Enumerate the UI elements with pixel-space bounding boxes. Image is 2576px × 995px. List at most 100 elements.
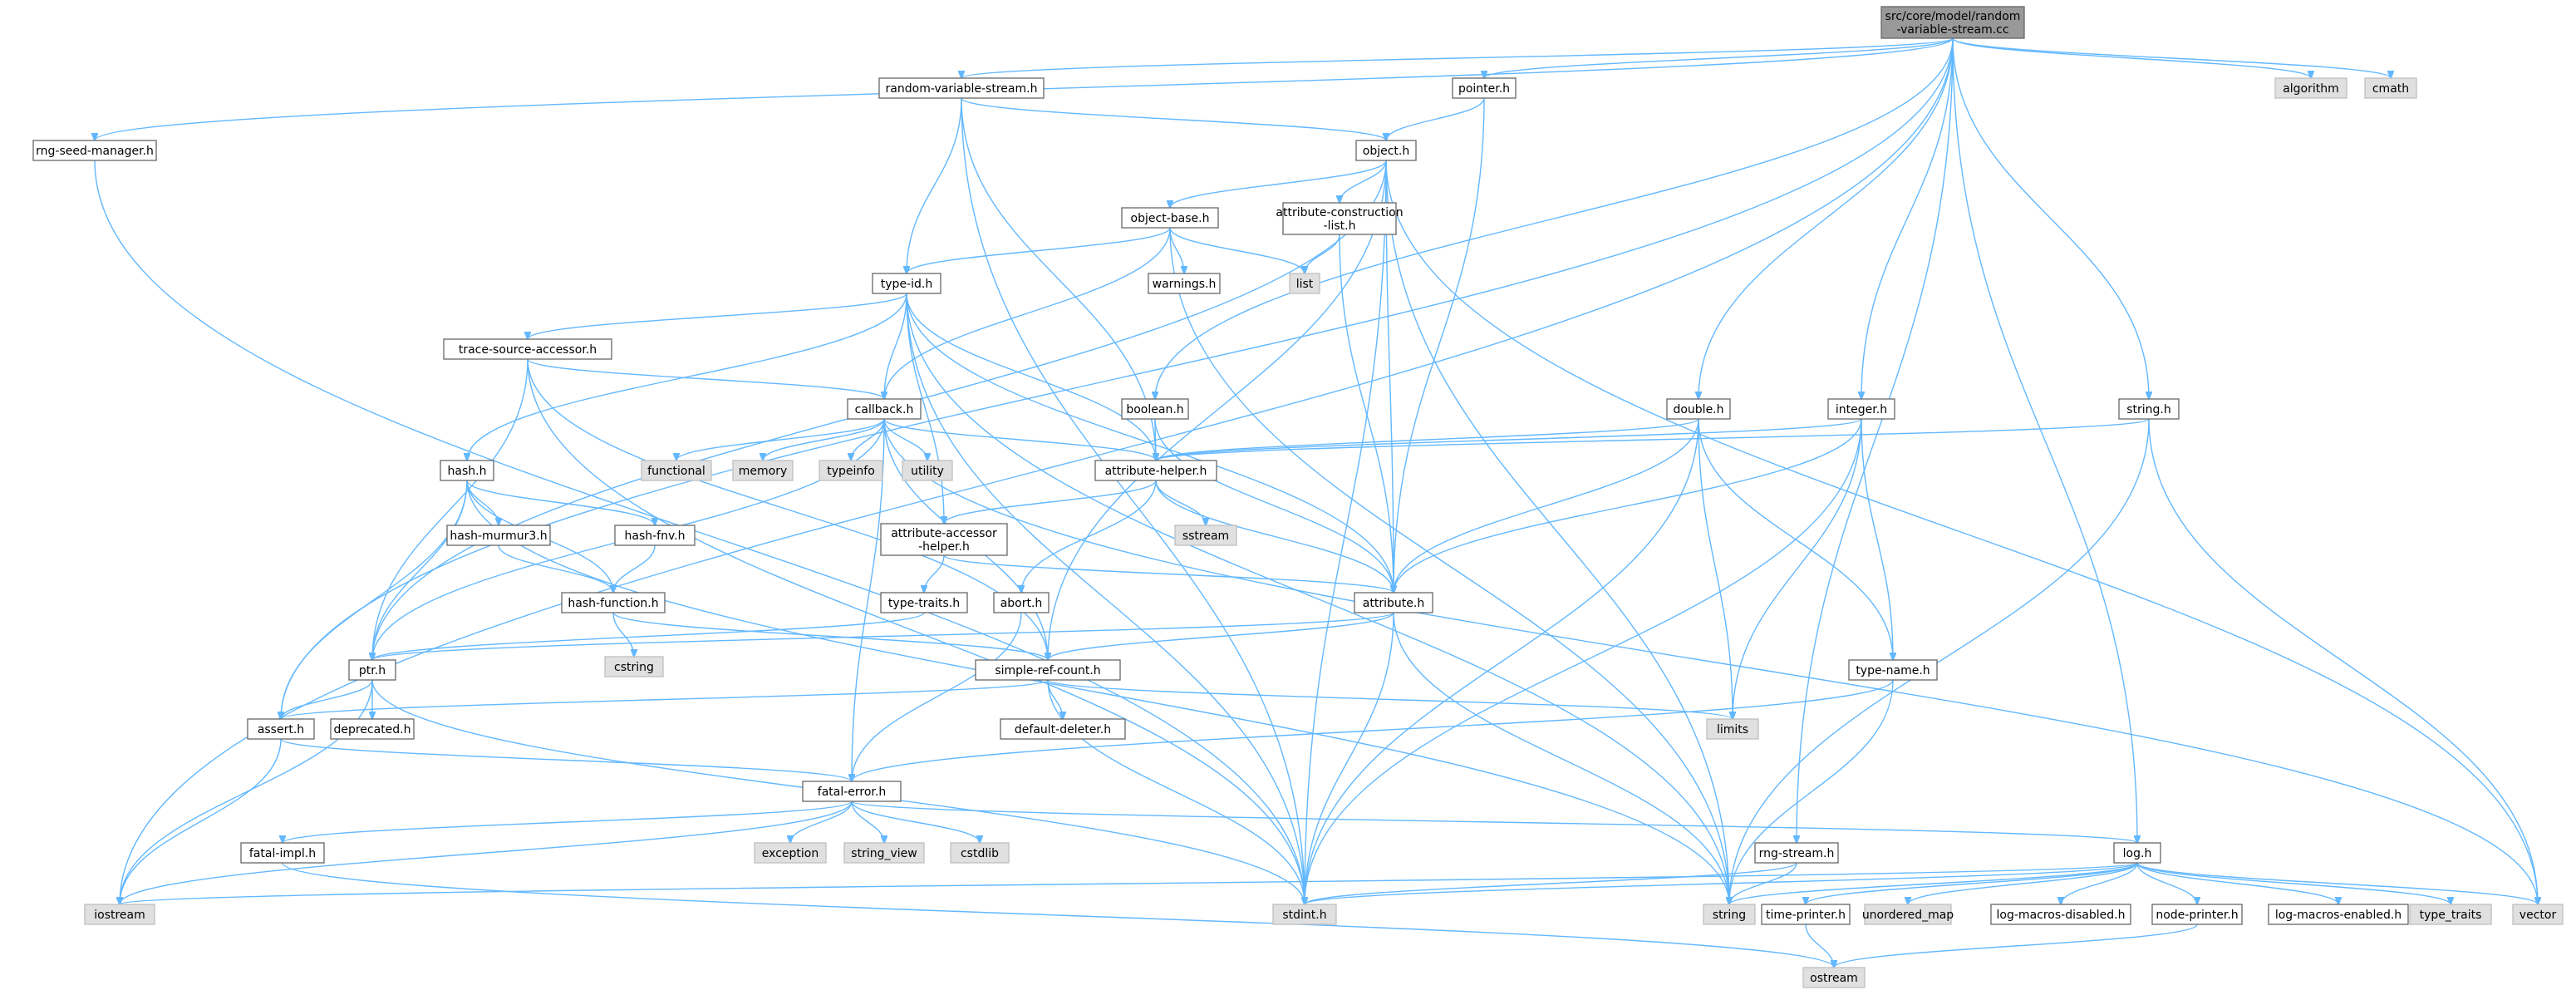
node-hash-fnv-h[interactable]: hash-fnv.h bbox=[614, 525, 696, 546]
node-label: object-base.h bbox=[1131, 212, 1210, 225]
edge-typetraitsh-to-ptr bbox=[372, 612, 925, 660]
node-hash-h[interactable]: hash.h bbox=[440, 460, 494, 481]
node-box bbox=[1282, 202, 1397, 235]
edge-attrhelper-to-sstream bbox=[1155, 480, 1206, 525]
node-trace-source-accessor-h[interactable]: trace-source-accessor.h bbox=[443, 338, 612, 360]
edge-integer-to-attribute bbox=[1394, 418, 1862, 593]
node-ptr-h[interactable]: ptr.h bbox=[348, 659, 396, 681]
node-label: assert.h bbox=[258, 723, 304, 736]
node-log-macros-enabled-h[interactable]: log-macros-enabled.h bbox=[2268, 904, 2409, 925]
edge-root-to-rngstream bbox=[1797, 37, 1954, 843]
node-random-variable-stream-h[interactable]: random-variable-stream.h bbox=[878, 77, 1045, 99]
node-box bbox=[240, 842, 325, 864]
node-cstring: cstring bbox=[604, 656, 664, 677]
edge-root-to-log bbox=[1952, 37, 2137, 843]
node-rng-seed-manager-h[interactable]: rng-seed-manager.h bbox=[32, 140, 157, 161]
node-box bbox=[732, 460, 794, 481]
edge-rvs-to-stdint bbox=[961, 97, 1305, 904]
node-log-h[interactable]: log.h bbox=[2113, 842, 2161, 864]
edge-double-to-attribute bbox=[1394, 418, 1699, 593]
node-hash-murmur3-h[interactable]: hash-murmur3.h bbox=[446, 525, 551, 546]
edge-log-to-vector bbox=[2136, 862, 2538, 904]
node-double-h[interactable]: double.h bbox=[1666, 398, 1731, 420]
node-box bbox=[1289, 273, 1320, 294]
node-box bbox=[1880, 6, 2025, 39]
node-object-base-h[interactable]: object-base.h bbox=[1121, 207, 1219, 229]
edge-fatalimpl-to-ostream bbox=[282, 862, 1834, 968]
edge-src-to-limits bbox=[1047, 679, 1733, 719]
node-callback-h[interactable]: callback.h bbox=[847, 398, 922, 420]
node-algorithm: algorithm bbox=[2274, 77, 2347, 99]
node-warnings-h[interactable]: warnings.h bbox=[1148, 273, 1221, 294]
node-box bbox=[1827, 398, 1895, 420]
node-box bbox=[843, 842, 925, 864]
edge-pointer-to-attribute bbox=[1394, 97, 1485, 593]
edge-assert-to-iostream bbox=[120, 738, 282, 904]
node-time-printer-h[interactable]: time-printer.h bbox=[1761, 904, 1851, 925]
node-box bbox=[1148, 273, 1221, 294]
node-label: ptr.h bbox=[359, 664, 386, 677]
edge-callback-to-utility bbox=[883, 418, 927, 461]
edge-object-to-objectbase bbox=[1170, 160, 1387, 208]
edge-rngseed-to-stdint bbox=[94, 160, 1305, 904]
node-box bbox=[443, 338, 612, 360]
node-hash-function-h[interactable]: hash-function.h bbox=[561, 592, 666, 613]
node-cmath: cmath bbox=[2364, 77, 2417, 99]
node-log-macros-disabled-h[interactable]: log-macros-disabled.h bbox=[1990, 904, 2131, 925]
node-integer-h[interactable]: integer.h bbox=[1827, 398, 1895, 420]
node-sstream: sstream bbox=[1174, 525, 1237, 546]
node-limits: limits bbox=[1706, 718, 1759, 740]
node-label: iostream bbox=[94, 909, 145, 922]
edge-stringh-to-vector bbox=[2148, 418, 2538, 904]
node-type-traits-h[interactable]: type-traits.h bbox=[880, 592, 968, 613]
node-label: attribute-accessor bbox=[891, 527, 997, 540]
node-abort-h[interactable]: abort.h bbox=[993, 592, 1050, 613]
node-fatal-error-h[interactable]: fatal-error.h bbox=[802, 781, 902, 802]
node-pointer-h[interactable]: pointer.h bbox=[1452, 77, 1517, 99]
edge-hash-to-fnv bbox=[466, 480, 655, 525]
edge-log-to-string bbox=[1729, 862, 2138, 904]
node-node-printer-h[interactable]: node-printer.h bbox=[2151, 904, 2243, 925]
edge-ptr-to-iostream bbox=[120, 679, 373, 904]
node-deprecated-h[interactable]: deprecated.h bbox=[330, 718, 415, 740]
node-label: deprecated.h bbox=[333, 723, 410, 736]
node-box bbox=[2512, 904, 2564, 925]
node-label: abort.h bbox=[1000, 597, 1043, 610]
node-attribute-construction-list-h[interactable]: attribute-construction-list.h bbox=[1276, 202, 1404, 235]
node-assert-h[interactable]: assert.h bbox=[247, 718, 315, 740]
edge-hashfn-to-src bbox=[612, 612, 1048, 660]
node-type-name-h[interactable]: type-name.h bbox=[1848, 659, 1938, 681]
node-fatal-impl-h[interactable]: fatal-impl.h bbox=[240, 842, 325, 864]
node-object-h[interactable]: object.h bbox=[1355, 140, 1417, 161]
edge-stringh-to-string bbox=[1729, 418, 2150, 904]
edge-root-to-boolean bbox=[1155, 37, 1954, 399]
node-type-id-h[interactable]: type-id.h bbox=[872, 273, 941, 294]
node-simple-ref-count-h[interactable]: simple-ref-count.h bbox=[975, 659, 1121, 681]
node-string-h[interactable]: string.h bbox=[2118, 398, 2180, 420]
edge-double-to-limits bbox=[1698, 418, 1733, 719]
node-label: vector bbox=[2519, 909, 2557, 922]
node-label: cstring bbox=[614, 661, 654, 674]
node-label: hash.h bbox=[448, 465, 487, 478]
edge-typeid-to-callback bbox=[884, 293, 907, 399]
edge-typeid-to-attrhelper bbox=[906, 293, 1156, 461]
edge-attribute-to-string bbox=[1393, 612, 1729, 904]
node-box bbox=[880, 592, 968, 613]
edge-abort-to-fatal bbox=[852, 612, 1022, 781]
node-attribute-h[interactable]: attribute.h bbox=[1354, 592, 1433, 613]
node-box bbox=[2268, 904, 2409, 925]
node-box bbox=[847, 398, 922, 420]
node-boolean-h[interactable]: boolean.h bbox=[1121, 398, 1189, 420]
node-src-core-model-random-variable-stream-cc[interactable]: src/core/model/random-variable-stream.cc bbox=[1880, 6, 2025, 39]
node-label: attribute-construction bbox=[1276, 206, 1403, 219]
node-box bbox=[84, 904, 155, 925]
node-label: attribute.h bbox=[1363, 597, 1424, 610]
edge-root-to-integer bbox=[1861, 37, 1954, 399]
edge-double-to-attrhelper bbox=[1156, 418, 1699, 461]
node-default-deleter-h[interactable]: default-deleter.h bbox=[1000, 718, 1126, 740]
node-attribute-accessor-helper-h[interactable]: attribute-accessor-helper.h bbox=[880, 523, 1008, 556]
edge-objectbase-to-list bbox=[1169, 227, 1305, 273]
node-attribute-helper-h[interactable]: attribute-helper.h bbox=[1094, 460, 1217, 481]
node-label: random-variable-stream.h bbox=[886, 82, 1038, 96]
node-rng-stream-h[interactable]: rng-stream.h bbox=[1754, 842, 1839, 864]
